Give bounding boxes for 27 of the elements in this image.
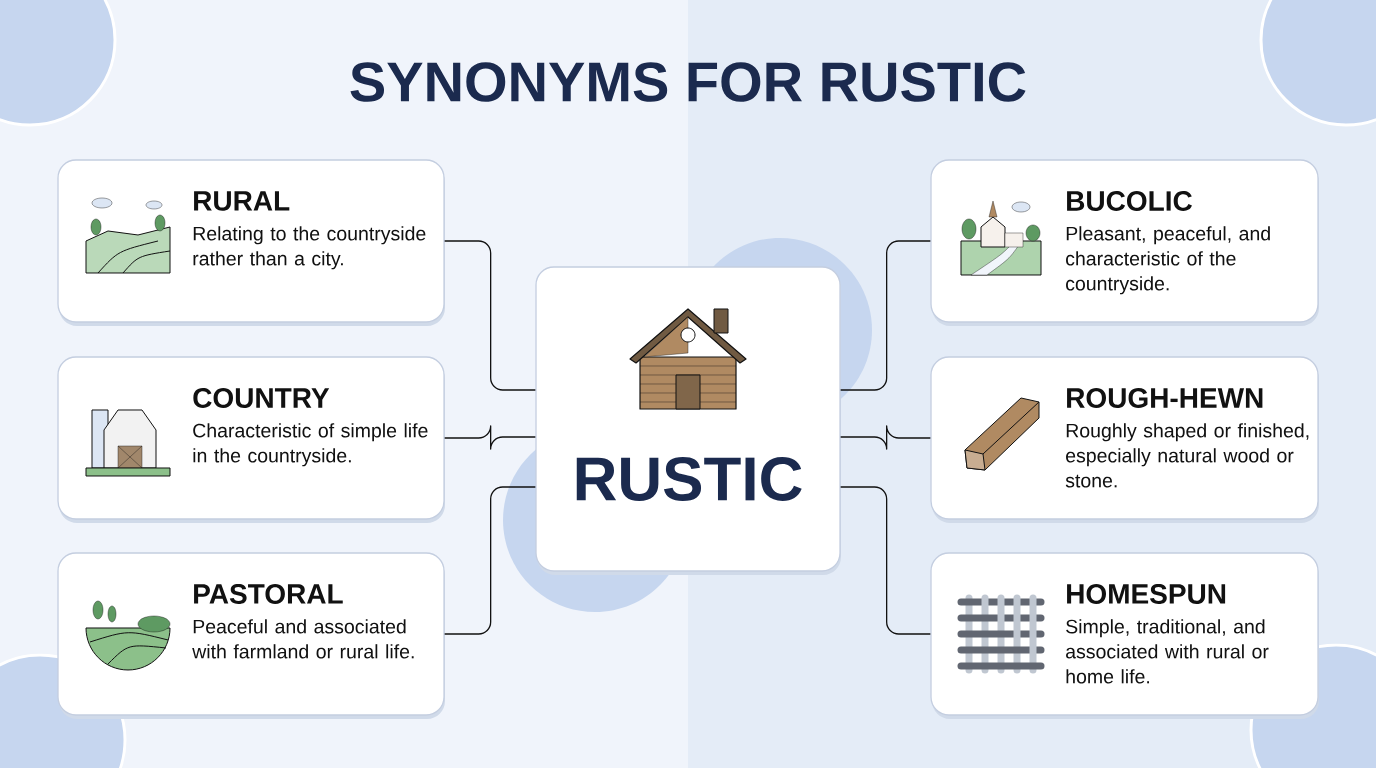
card-description: Peaceful and associated with farmland or rural life. xyxy=(192,619,414,659)
synonym-card xyxy=(930,159,1319,326)
card-description: Simple, traditional, and associated with rural or home life. xyxy=(1066,619,1269,684)
synonym-card xyxy=(930,356,1319,523)
card-heading: PASTORAL xyxy=(194,584,343,604)
card-description: Relating to the countryside rather than a city. xyxy=(193,226,426,270)
synonym-card xyxy=(930,552,1319,719)
synonym-card xyxy=(57,552,445,719)
card-heading: BUCOLIC xyxy=(1067,191,1192,211)
connector-line xyxy=(840,240,931,391)
connector-line xyxy=(840,486,931,635)
card-description: Roughly shaped or finished, especially natural wood or stone. xyxy=(1065,423,1309,488)
synonym-card xyxy=(57,356,445,523)
connector-line xyxy=(840,425,931,450)
card-description: Pleasant, peaceful, and characteristic of the countryside. xyxy=(1066,226,1270,295)
connector-line xyxy=(444,425,536,450)
card-heading: RURAL xyxy=(194,191,290,211)
card-heading: COUNTRY xyxy=(193,388,330,408)
center-card xyxy=(535,266,841,575)
connector-line xyxy=(444,240,536,391)
title: SYNONYMS FOR RUSTIC xyxy=(350,62,1026,102)
connector-line xyxy=(444,486,536,635)
center-heading: RUSTIC xyxy=(576,457,802,501)
card-description: Characteristic of simple life in the countryside. xyxy=(193,423,428,467)
card-heading: HOMESPUN xyxy=(1067,584,1226,604)
card-heading: ROUGH-HEWN xyxy=(1067,388,1263,408)
synonym-card xyxy=(57,159,445,326)
